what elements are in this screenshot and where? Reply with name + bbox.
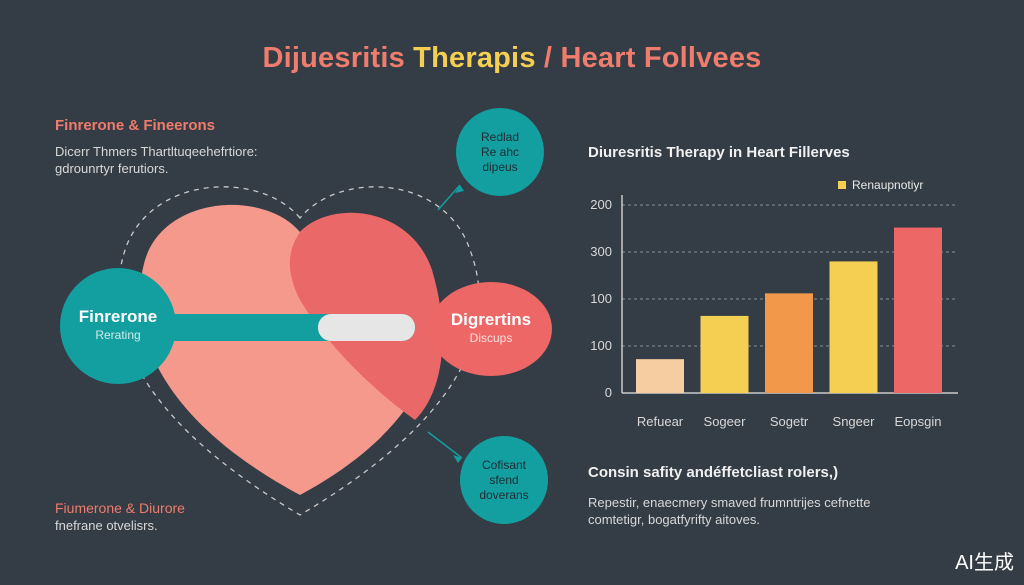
legend-swatch	[838, 181, 846, 189]
bubble-bottom: Cofisant sfend doverans	[460, 436, 548, 524]
heart-dashed-outline	[117, 186, 480, 516]
left-heading: Finrerone & Fineerons	[55, 117, 216, 134]
bubble-top-line2: Re ahc	[480, 144, 520, 159]
bubble-top: Redlad Re ahc dipeus	[456, 108, 544, 196]
y-tick-label: 0	[604, 385, 612, 400]
arrow-head-bottom-icon	[453, 455, 462, 463]
bottom-right-sub-line1: Repestir, enaecmery smaved frumntrijes c…	[588, 495, 871, 510]
bubble-bottom-line3: doverans	[479, 487, 529, 502]
arrow-head-top-icon	[455, 185, 464, 193]
ai-watermark: AI生成	[955, 552, 1014, 574]
x-tick-label: Sogetr	[769, 414, 809, 429]
y-tick-label: 100	[590, 291, 612, 306]
chart-bar	[765, 293, 813, 393]
chart-bar	[700, 315, 749, 393]
bubble-finrerone: Finrerone Rerating	[60, 268, 176, 384]
title-part-3: Heart Follvees	[560, 42, 762, 74]
title-separator: /	[535, 42, 561, 74]
chart-bar	[894, 227, 942, 393]
chart-title: Diuresritis Therapy in Heart Fillerves	[588, 144, 850, 161]
left-subtitle: Dicerr Thmers Thartltuqeehefrtiore: gdro…	[55, 143, 355, 177]
bottom-right-heading: Consin safity andéffetcliast rolers,)	[588, 464, 839, 481]
title-part-1: Dijuesritis	[262, 42, 405, 74]
x-tick-label: Eopsgin	[894, 414, 942, 429]
bottom-left-heading: Fiumerone & Diurore	[55, 500, 185, 516]
left-subtitle-line2: gdrounrtyr ferutiors.	[55, 161, 169, 176]
bubble-digrertins: Digrertins Discups	[430, 282, 552, 376]
bubble-top-line1: Redlad	[480, 129, 520, 144]
bubble-digrertins-title: Digrertins	[450, 310, 532, 329]
page-title: Dijuesritis Therapis / Heart Follvees	[0, 42, 1024, 75]
arrow-to-bottom-bubble	[427, 431, 463, 459]
bubble-digrertins-sub: Discups	[469, 331, 513, 345]
bottom-right-sub-line2: comtetigr, bogatfyrifty aitoves.	[588, 512, 760, 527]
x-tick-label: Refuear	[636, 414, 684, 429]
bubble-bottom-line1: Cofisant	[481, 457, 527, 472]
chart-bar	[636, 359, 684, 393]
y-tick-label: 200	[590, 197, 612, 212]
arrow-to-top-bubble	[437, 184, 461, 211]
left-subtitle-line1: Dicerr Thmers Thartltuqeehefrtiore:	[55, 144, 258, 159]
bottom-left-subtitle: fnefrane otvelisrs.	[55, 518, 158, 533]
title-part-2: Therapis	[413, 42, 536, 74]
chart-bar	[829, 261, 878, 393]
x-tick-label: Sogeer	[703, 414, 746, 429]
therapy-bar-track	[318, 314, 415, 341]
chart-legend: Renaupnotiyr	[838, 178, 923, 192]
bubble-top-line3: dipeus	[482, 159, 518, 174]
y-tick-label: 300	[590, 244, 612, 259]
y-tick-label: 100	[590, 338, 612, 353]
bottom-right-subtitle: Repestir, enaecmery smaved frumntrijes c…	[588, 494, 968, 528]
bubble-finrerone-sub: Rerating	[95, 328, 141, 342]
bubble-bottom-line2: sfend	[489, 472, 519, 487]
x-tick-label: Sngeer	[832, 414, 875, 429]
legend-label: Renaupnotiyr	[852, 178, 924, 192]
bubble-finrerone-title: Finrerone	[78, 307, 158, 326]
